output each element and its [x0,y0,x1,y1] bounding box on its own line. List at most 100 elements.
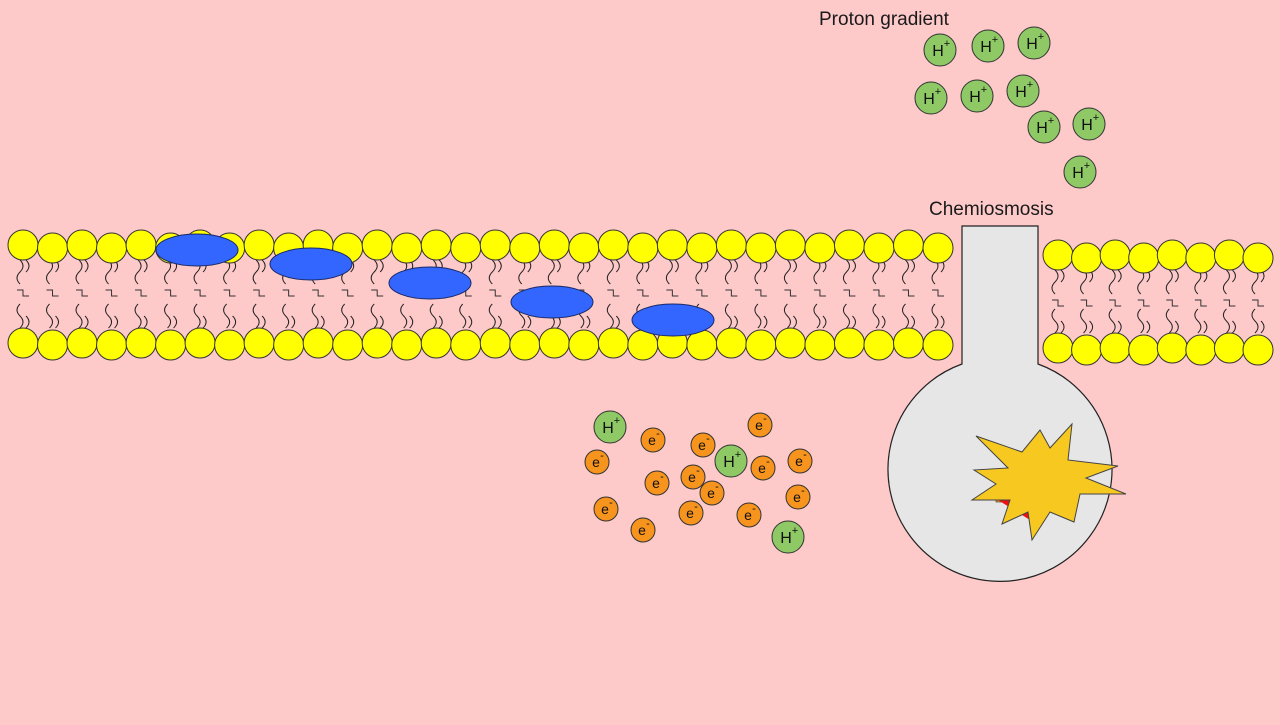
lipid-tail [194,290,206,296]
lipid-tail [784,290,796,296]
lipid-tail [283,290,295,296]
proton-particle-icon: H+ [972,30,1004,62]
lipid-head [244,328,274,358]
svg-text:-: - [766,456,770,468]
svg-text:H: H [1026,36,1038,53]
lipid-tail [1052,270,1064,294]
svg-text:-: - [803,449,807,461]
lipid-tail [932,290,944,296]
lipid-head [97,330,127,360]
lipid-head [598,328,628,358]
lipid-tail [253,290,265,296]
lipid-tail [460,304,472,328]
lipid-tail [637,260,649,284]
electron-particle-icon: e- [788,449,812,473]
lipid-tail [814,290,826,296]
svg-text:e: e [698,437,706,453]
svg-text:-: - [706,433,710,445]
lipid-tail [902,260,914,284]
lipid-head [67,230,97,260]
svg-text:+: + [1084,160,1090,172]
lipid-tail [342,304,354,328]
lipid-head [8,230,38,260]
lipid-head [1129,243,1159,273]
proton-particle-icon: H+ [1007,75,1039,107]
lipid-tail [932,260,944,284]
atp-synthase-body [888,226,1112,581]
lipid-tail [1109,309,1121,333]
electron-particle-icon: e- [641,428,665,452]
lipid-head [126,230,156,260]
lipid-tail [1081,270,1093,294]
lipid-tail [932,304,944,328]
lipid-tail [578,260,590,284]
svg-text:+: + [1038,31,1044,43]
lipid-tail [312,290,324,296]
lipid-tail [1166,309,1178,333]
transport-protein-icon [156,234,238,266]
lipid-tail [224,304,236,328]
electron-particle-icon: e- [748,413,772,437]
lipid-head [746,233,776,263]
svg-text:+: + [992,34,998,46]
lipid-tail [666,260,678,284]
lipid-tail [873,260,885,284]
transport-protein-icon [389,267,471,299]
lipid-tail [637,290,649,296]
svg-text:H: H [980,39,992,56]
svg-text:H: H [780,530,792,547]
lipid-tail [47,290,59,296]
lipid-tail [135,260,147,284]
lipid-head [480,328,510,358]
svg-text:H: H [1036,120,1048,137]
proton-particle-icon: H+ [924,34,956,66]
lipid-head [451,233,481,263]
svg-text:e: e [592,454,600,470]
proton-particle-icon: H+ [915,82,947,114]
proton-particle-icon: H+ [961,80,993,112]
lipid-tail [607,260,619,284]
lipid-tail [430,304,442,328]
lipid-head [362,328,392,358]
lipid-head [539,230,569,260]
svg-text:+: + [1048,115,1054,127]
lipid-head [1072,243,1102,273]
lipid-tail [76,304,88,328]
lipid-head [421,328,451,358]
proton-particle-icon: H+ [715,445,747,477]
svg-text:e: e [601,501,609,517]
lipid-tail [873,304,885,328]
lipid-head [1214,333,1244,363]
lipid-tail [784,304,796,328]
transport-protein-icon [511,286,593,318]
lipid-head [598,230,628,260]
svg-text:H: H [932,43,944,60]
lipid-tail [725,290,737,296]
lipid-tail [725,304,737,328]
lipid-head [1129,335,1159,365]
lipid-tail [401,304,413,328]
svg-text:H: H [723,454,735,471]
lipid-tail [342,290,354,296]
svg-text:H: H [969,89,981,106]
lipid-head [1100,240,1130,270]
svg-text:e: e [686,505,694,521]
lipid-head [392,330,422,360]
lipid-head [97,233,127,263]
lipid-tail [1252,270,1264,294]
lipid-tail [755,304,767,328]
lipid-tail [489,290,501,296]
electron-particle-icon: e- [585,450,609,474]
lipid-tail [106,290,118,296]
lipid-tail [843,260,855,284]
lipid-head [657,230,687,260]
lipid-tail [17,260,29,284]
lipid-tail [1081,300,1093,306]
svg-text:H: H [1072,165,1084,182]
proton-particle-icon: H+ [594,411,626,443]
lipid-tail [1081,309,1093,333]
lipid-tail [1138,309,1150,333]
lipid-tail [47,304,59,328]
lipid-tail [519,260,531,284]
lipid-tail [165,304,177,328]
